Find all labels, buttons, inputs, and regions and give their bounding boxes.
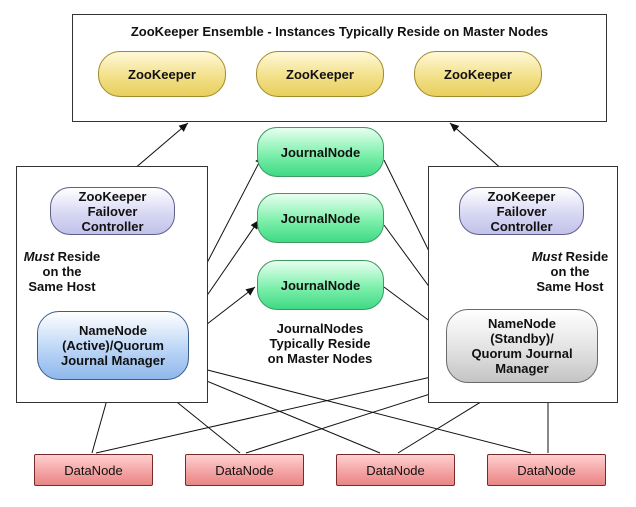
zookeeper-node-2: ZooKeeper: [256, 51, 384, 97]
datanode-2: DataNode: [185, 454, 304, 486]
journalnode-1: JournalNode: [257, 127, 384, 177]
datanode-3: DataNode: [336, 454, 455, 486]
journalnodes-note: JournalNodes Typically Reside on Master …: [267, 321, 373, 366]
left-same-host-note: Must Reside on the Same Host: [20, 249, 104, 294]
journalnode-3: JournalNode: [257, 260, 384, 310]
left-note-text: Reside on the Same Host: [28, 249, 101, 294]
left-failover-controller: ZooKeeper Failover Controller: [50, 187, 175, 235]
dn4-to-active-arrow: [187, 363, 532, 454]
right-same-host-note: Must Reside on the Same Host: [528, 249, 612, 294]
namenode-active: NameNode (Active)/Quorum Journal Manager: [37, 311, 189, 380]
dn3-to-active-arrow: [184, 371, 381, 454]
ensemble-title: ZooKeeper Ensemble - Instances Typically…: [130, 24, 549, 39]
journalnode-2: JournalNode: [257, 193, 384, 243]
right-note-text: Reside on the Same Host: [536, 249, 609, 294]
right-note-emphasis: Must: [531, 249, 563, 264]
namenode-standby: NameNode (Standby)/ Quorum Journal Manag…: [446, 309, 598, 383]
zookeeper-node-3: ZooKeeper: [414, 51, 542, 97]
zookeeper-node-1: ZooKeeper: [98, 51, 226, 97]
datanode-1: DataNode: [34, 454, 153, 486]
right-failover-controller: ZooKeeper Failover Controller: [459, 187, 584, 235]
datanode-4: DataNode: [487, 454, 606, 486]
left-note-emphasis: Must: [23, 249, 55, 264]
